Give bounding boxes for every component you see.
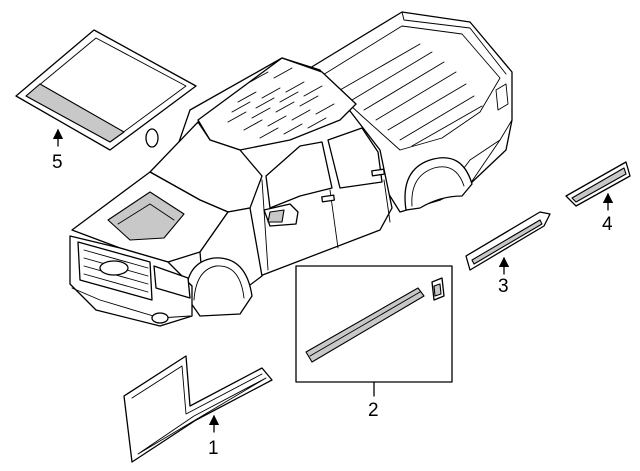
- pickup-truck-illustration: [69, 11, 513, 327]
- callout-5: 5: [52, 152, 63, 173]
- callout-2: 2: [368, 400, 379, 421]
- part-5-windshield: [15, 29, 197, 151]
- part-2-molding-kit: [295, 265, 453, 383]
- callout-4: 4: [602, 214, 613, 235]
- callout-3: 3: [498, 276, 509, 297]
- callout-1: 1: [208, 438, 219, 459]
- callout-leaders: [52, 128, 614, 433]
- part-4-small-molding: [565, 161, 631, 207]
- part-1-side-decal: [123, 355, 273, 463]
- part-3-fender-molding: [465, 211, 551, 271]
